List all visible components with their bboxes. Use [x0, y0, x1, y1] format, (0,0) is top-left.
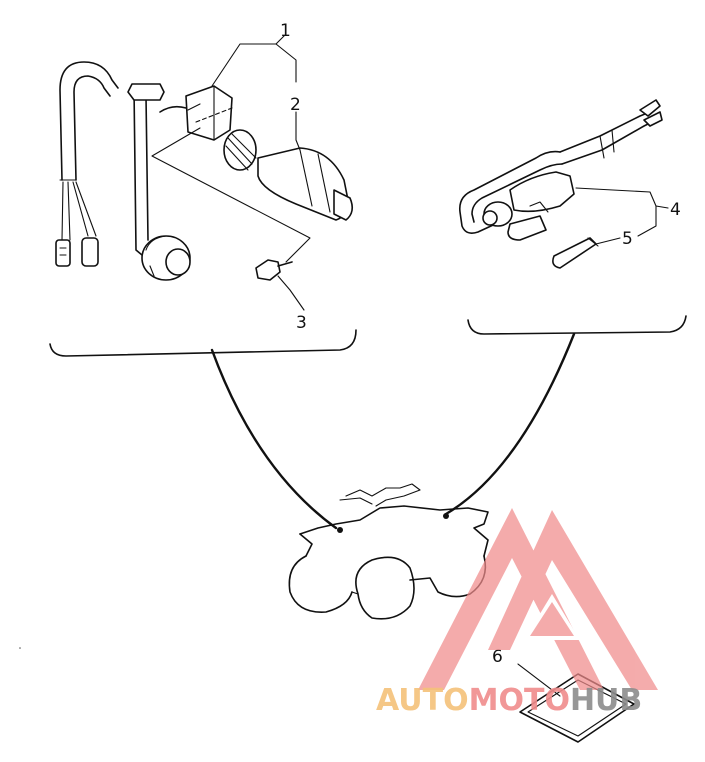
pad-part [517, 663, 635, 743]
watermark-triangle-logo [418, 508, 604, 690]
callout-leaders-right [575, 187, 669, 245]
screw-part [255, 259, 293, 281]
leader-curve-left [210, 348, 338, 530]
watermark-hub: HUB [570, 683, 642, 718]
watermark-auto: AUTO [376, 683, 469, 718]
callout-6: 6 [492, 647, 503, 667]
callout-leaders-left [211, 35, 305, 311]
callout-5: 5 [622, 229, 633, 249]
callout-3: 3 [296, 313, 307, 333]
right-assembly [458, 99, 663, 269]
watermark [418, 508, 658, 690]
watermark-moto: MOTO [469, 683, 570, 718]
leader-curve-right [444, 332, 576, 516]
left-group-bracket [49, 329, 357, 357]
callout-4: 4 [670, 200, 681, 220]
callout-1: 1 [280, 21, 291, 41]
left-assembly [55, 61, 354, 281]
watermark-text: AUTOMOTOHUB [376, 683, 642, 718]
atv-silhouette [288, 483, 489, 620]
right-group-bracket [467, 315, 687, 335]
callout-2: 2 [290, 95, 301, 115]
